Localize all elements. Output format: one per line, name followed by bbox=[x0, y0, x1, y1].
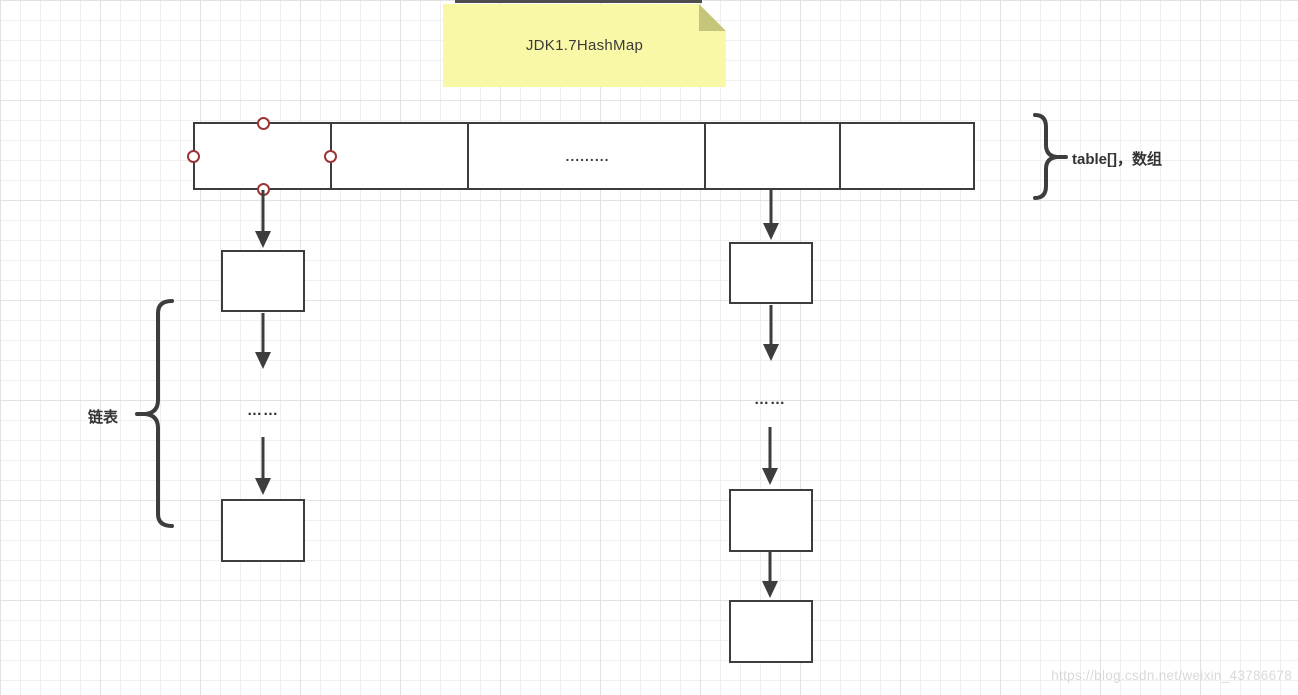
diagram-title: JDK1.7HashMap bbox=[525, 37, 644, 54]
arrow-down bbox=[762, 190, 780, 240]
arrow-down bbox=[762, 305, 780, 361]
connection-handle-top bbox=[256, 116, 270, 130]
right-chain-ellipsis: …… bbox=[754, 391, 786, 408]
cutoff-shape-edge bbox=[455, 0, 702, 3]
linked-list-node bbox=[729, 600, 813, 663]
linked-list-node bbox=[221, 499, 305, 562]
arrow-down bbox=[254, 437, 272, 495]
linked-list-left-brace bbox=[135, 299, 174, 528]
linked-list-node bbox=[729, 489, 813, 552]
csdn-watermark: https://blog.csdn.net/weixin_43786678 bbox=[1051, 668, 1292, 683]
arrow-down bbox=[761, 427, 779, 485]
connection-handle-right bbox=[323, 149, 337, 163]
note-fold-corner bbox=[699, 4, 726, 31]
arrow-down bbox=[254, 313, 272, 369]
left-chain-ellipsis: …… bbox=[247, 402, 279, 419]
array-middle-ellipsis: ......... bbox=[565, 148, 610, 164]
array-right-brace bbox=[1033, 113, 1068, 200]
connection-handle-left bbox=[186, 149, 200, 163]
array-cell-divider bbox=[703, 124, 706, 188]
array-cell-divider bbox=[466, 124, 469, 188]
hashmap-table-array: ......... bbox=[193, 122, 975, 190]
arrow-down bbox=[254, 190, 272, 248]
title-sticky-note: JDK1.7HashMap bbox=[443, 4, 726, 87]
array-cell-divider bbox=[838, 124, 841, 188]
arrow-down bbox=[761, 552, 779, 598]
linked-list-brace-label: 链表 bbox=[88, 409, 119, 426]
array-brace-label: table[]，数组 bbox=[1072, 151, 1163, 168]
linked-list-node bbox=[729, 242, 813, 304]
linked-list-node bbox=[221, 250, 305, 312]
